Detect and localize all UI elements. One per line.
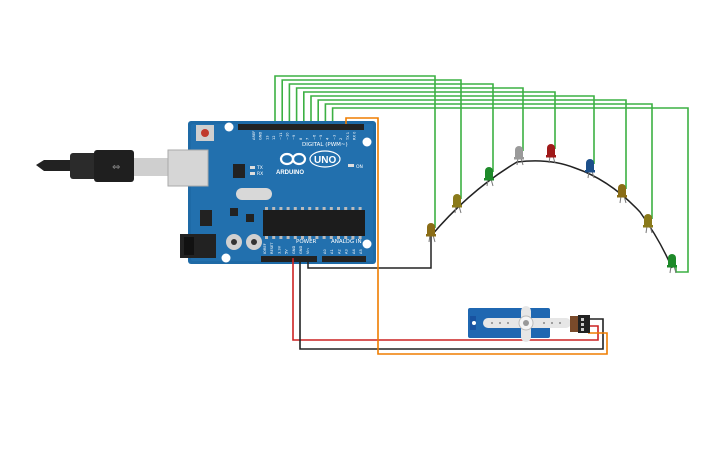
- digital-pin-label: 13: [265, 135, 269, 140]
- led[interactable]: [514, 146, 524, 166]
- signal-wires: [274, 75, 689, 273]
- crystal: [236, 188, 272, 200]
- digital-pin-label: 8: [299, 137, 303, 140]
- power-header-label: POWER: [296, 239, 317, 245]
- usb-cable[interactable]: ⇔: [36, 150, 168, 182]
- power-pin-label: IOREF: [263, 243, 267, 254]
- servo-signal-wire: [345, 117, 608, 355]
- analog-header-label: ANALOG IN: [331, 239, 362, 245]
- led-signal-wire: [331, 107, 689, 273]
- digital-pin-label: ~11: [279, 132, 283, 140]
- analog-pin-label: A3: [345, 249, 349, 254]
- digital-pin-label: ~5: [319, 135, 323, 140]
- digital-pin-label: 4: [326, 137, 330, 140]
- led-signal-wire: [288, 83, 494, 172]
- servo-motor[interactable]: [468, 306, 590, 342]
- power-pin-label: GND: [299, 246, 303, 254]
- analog-pin-label: A2: [337, 249, 341, 254]
- digital-header-label: DIGITAL (PWM~): [302, 142, 348, 148]
- led-signal-wire: [281, 79, 462, 199]
- power-pin-label: 3.3V: [277, 245, 281, 254]
- digital-pin-label: ~9: [292, 134, 296, 140]
- power-pin-label: GND: [292, 246, 296, 254]
- digital-pin-label: 2: [339, 138, 343, 140]
- brand-name: ARDUINO: [276, 170, 304, 176]
- led[interactable]: [426, 223, 436, 243]
- analog-header[interactable]: [322, 256, 366, 262]
- digital-header[interactable]: [238, 124, 364, 130]
- led-signal-wire: [324, 103, 653, 219]
- digital-pin-label: TX 1: [346, 132, 350, 141]
- on-label: ON: [356, 164, 363, 170]
- usb-port: [167, 149, 209, 187]
- arduino-logo-icon: [279, 152, 307, 166]
- analog-pin-label: A4: [352, 249, 356, 254]
- led[interactable]: [643, 214, 653, 234]
- led[interactable]: [585, 159, 595, 179]
- digital-pin-label: ~3: [332, 135, 336, 140]
- model-name: UNO: [314, 155, 336, 166]
- ground-return-wire: [307, 236, 432, 269]
- power-pin-label: 5V: [285, 249, 289, 254]
- analog-pin-label: A0: [323, 249, 327, 254]
- led[interactable]: [484, 167, 494, 187]
- usb-icon: ⇔: [112, 162, 120, 173]
- led-array: [426, 144, 677, 274]
- led-signal-wire: [274, 75, 436, 228]
- mounting-hole: [221, 253, 231, 263]
- analog-pin-label: A5: [359, 249, 363, 254]
- led-signal-wire: [295, 87, 524, 151]
- servo-power-wire: [292, 258, 599, 341]
- atmega-chip: [263, 210, 365, 236]
- led-ground-wire: [430, 160, 673, 269]
- digital-pin-label: AREF: [252, 131, 256, 140]
- digital-pin-label: GND: [259, 132, 263, 140]
- digital-pin-label: ~10: [286, 132, 290, 140]
- digital-pin-label: ~6: [312, 134, 316, 140]
- power-pin-label: RESET: [270, 242, 274, 254]
- power-pin-label: Vin: [306, 248, 310, 254]
- led-signal-wire: [303, 91, 556, 149]
- led-signal-wire: [317, 99, 627, 189]
- led[interactable]: [667, 254, 677, 274]
- led[interactable]: [546, 144, 556, 164]
- led[interactable]: [617, 184, 627, 204]
- digital-pin-label: RX 0: [353, 131, 357, 140]
- mounting-hole: [362, 137, 372, 147]
- rx-label: RX: [257, 171, 263, 177]
- servo-ground-wire: [299, 258, 604, 350]
- led[interactable]: [452, 194, 462, 214]
- led-signal-wire: [310, 95, 595, 164]
- digital-pin-label: 7: [306, 138, 310, 140]
- mounting-hole: [224, 122, 234, 132]
- analog-pin-label: A1: [330, 249, 334, 254]
- power-header[interactable]: [261, 256, 317, 262]
- mounting-hole: [362, 239, 372, 249]
- tx-label: TX: [256, 165, 263, 171]
- digital-pin-label: 12: [272, 135, 276, 140]
